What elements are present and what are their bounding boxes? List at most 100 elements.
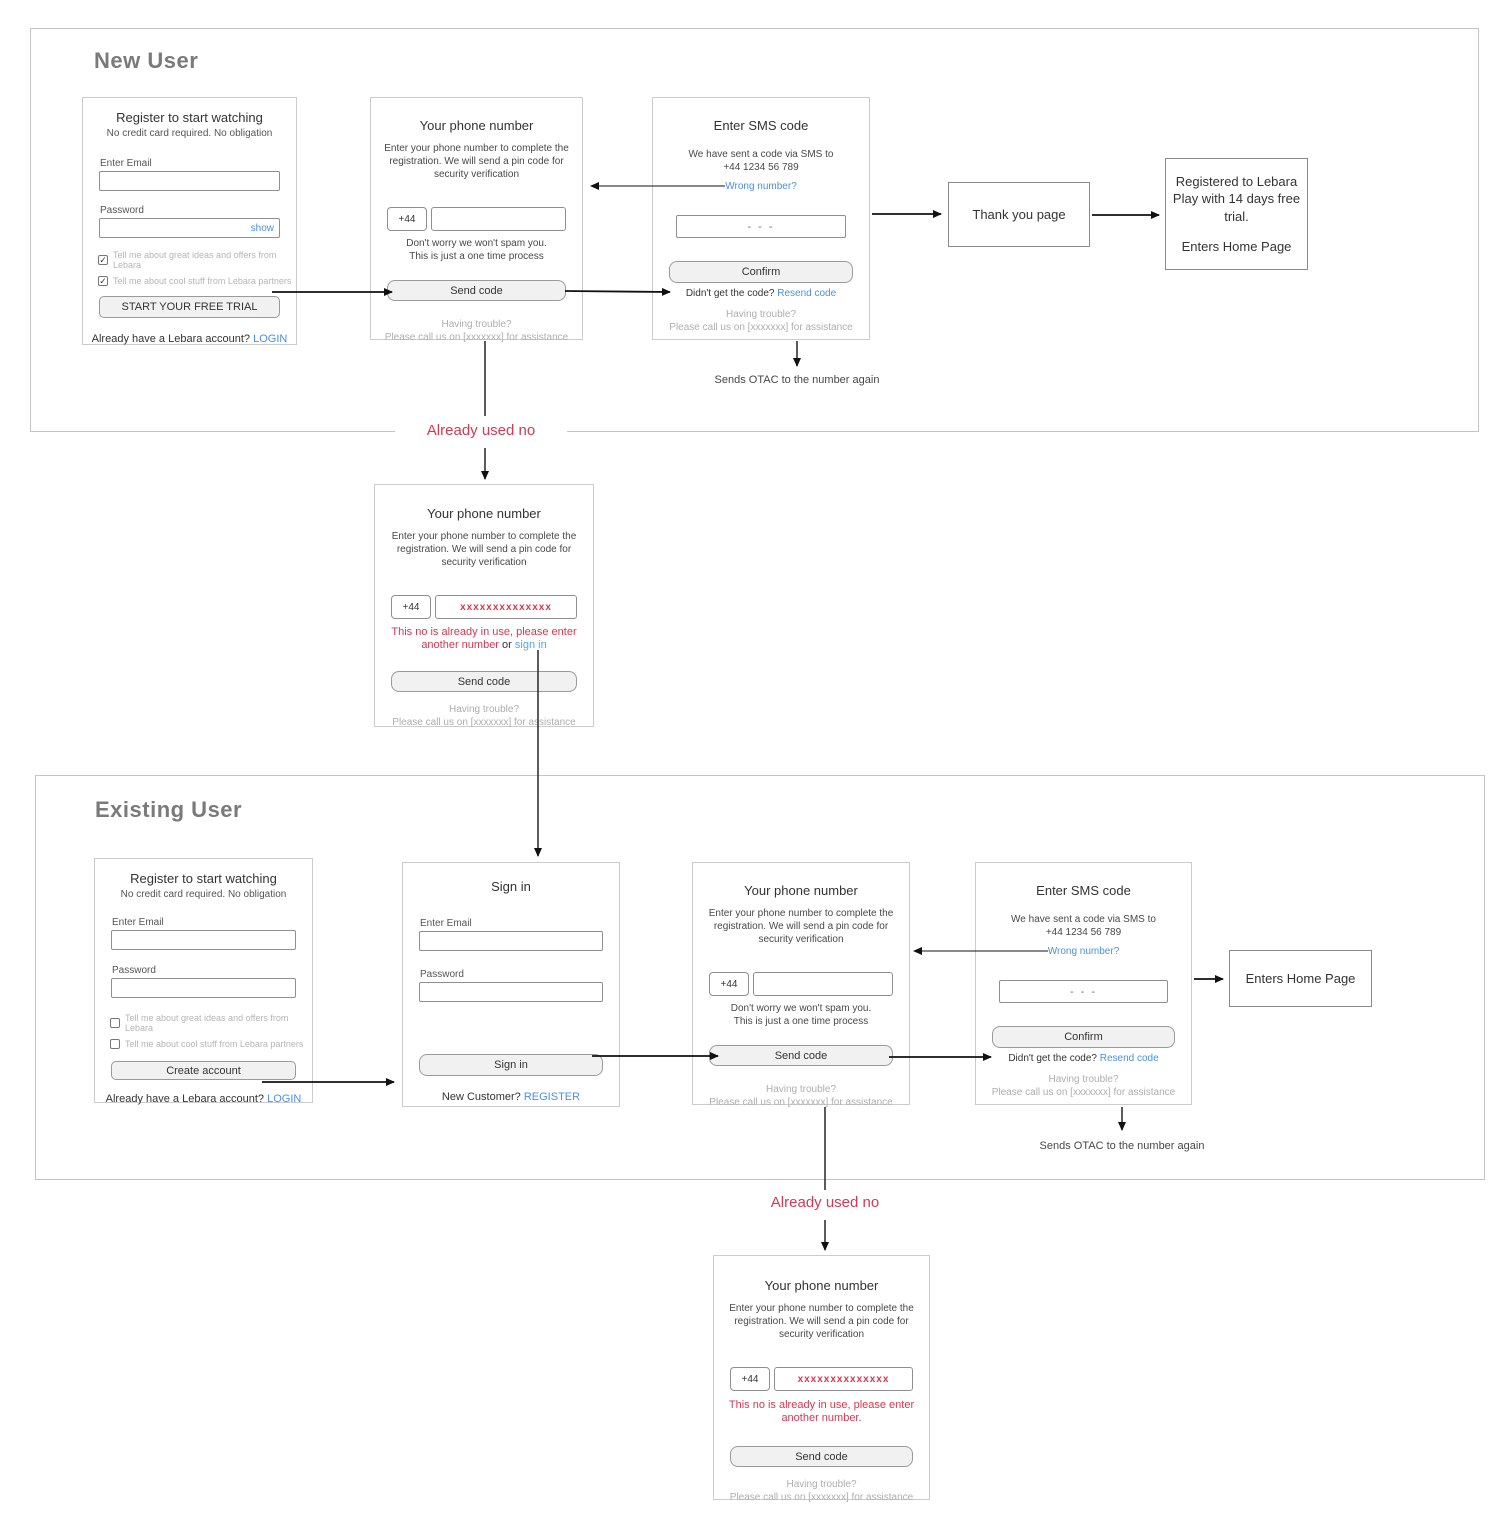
card-subtitle: No credit card required. No obligation: [106, 128, 273, 139]
login-prompt: Already have a Lebara account?: [105, 1093, 265, 1105]
card-subtitle: No credit card required. No obligation: [120, 889, 287, 900]
card-title: Your phone number: [764, 1278, 879, 1293]
login-prompt: Already have a Lebara account?: [91, 333, 251, 345]
sms-sent-line-2: +44 1234 56 789: [723, 162, 799, 173]
phone-error-text: This no is already in use, please enter …: [391, 626, 577, 651]
spam-note-2: This is just a one time process: [733, 1016, 869, 1027]
partners-checkbox-label: Tell me about cool stuff from Lebara par…: [113, 276, 292, 286]
resend-code-link[interactable]: Resend code: [1099, 1053, 1159, 1064]
sms-sent-line-2: +44 1234 56 789: [1045, 927, 1122, 938]
create-account-button[interactable]: Create account: [111, 1061, 296, 1080]
phone-input[interactable]: [753, 972, 893, 996]
checkbox-checked-icon[interactable]: [98, 276, 108, 286]
registered-line-2: Enters Home Page: [1181, 238, 1292, 254]
phone-input[interactable]: [774, 1367, 913, 1391]
send-code-button[interactable]: Send code: [391, 671, 577, 693]
new-user-heading: New User: [94, 48, 199, 73]
checkbox-unchecked-icon[interactable]: [110, 1018, 120, 1028]
enters-home-page-box: Enters Home Page: [1229, 950, 1372, 1007]
partners-checkbox-row[interactable]: Tell me about cool stuff from Lebara par…: [110, 1039, 312, 1049]
phone-description: Enter your phone number to complete the …: [391, 531, 577, 568]
resend-prompt: Didn't get the code?: [1008, 1053, 1097, 1064]
help-line-2: Please call us on [xxxxxxx] for assistan…: [392, 717, 576, 729]
register-link[interactable]: REGISTER: [523, 1091, 581, 1103]
help-line-1: Having trouble?: [1048, 1074, 1119, 1085]
partners-checkbox-row[interactable]: Tell me about cool stuff from Lebara par…: [98, 276, 296, 286]
phone-input[interactable]: [435, 595, 577, 619]
phone-prefix: +44: [709, 972, 749, 996]
existing-user-heading: Existing User: [95, 797, 243, 822]
phone-card-error-signin: Your phone number Enter your phone numbe…: [374, 484, 594, 729]
wrong-number-link[interactable]: Wrong number?: [1047, 946, 1120, 957]
existing-user-register-card: Register to start watching No credit car…: [94, 858, 313, 1105]
card-title: Register to start watching: [116, 110, 263, 125]
email-input[interactable]: [111, 930, 296, 950]
spam-note-2: This is just a one time process: [409, 251, 544, 262]
existing-user-sms-card: Enter SMS code We have sent a code via S…: [975, 862, 1192, 1105]
card-title: Your phone number: [427, 506, 541, 521]
password-label: Password: [420, 969, 464, 980]
card-title: Enter SMS code: [1036, 883, 1131, 898]
sms-code-input[interactable]: [676, 215, 846, 238]
offers-checkbox-row[interactable]: Tell me about great ideas and offers fro…: [110, 1013, 312, 1033]
checkbox-unchecked-icon[interactable]: [110, 1039, 120, 1049]
confirm-button[interactable]: Confirm: [669, 261, 853, 283]
already-used-label: Already used no: [739, 1192, 911, 1213]
email-label: Enter Email: [420, 918, 472, 929]
help-line-2: Please call us on [xxxxxxx] for assistan…: [729, 1492, 914, 1504]
new-user-sms-card: Enter SMS code We have sent a code via S…: [652, 97, 870, 340]
card-title: Register to start watching: [130, 871, 277, 886]
card-title: Your phone number: [744, 883, 858, 898]
password-label: Password: [100, 205, 144, 216]
login-link[interactable]: LOGIN: [267, 1093, 302, 1105]
help-line-2: Please call us on [xxxxxxx] for assistan…: [709, 1097, 893, 1108]
offers-checkbox-row[interactable]: Tell me about great ideas and offers fro…: [98, 250, 296, 270]
help-line-1: Having trouble?: [765, 1084, 837, 1095]
phone-description: Enter your phone number to complete the …: [384, 143, 569, 180]
partners-checkbox-label: Tell me about cool stuff from Lebara par…: [125, 1039, 304, 1049]
phone-input[interactable]: [431, 207, 566, 231]
password-input[interactable]: [99, 218, 280, 238]
email-input[interactable]: [99, 171, 280, 191]
sms-sent-line-1: We have sent a code via SMS to: [688, 149, 834, 160]
send-code-button[interactable]: Send code: [387, 280, 566, 301]
sign-in-button[interactable]: Sign in: [419, 1054, 603, 1076]
registered-box: Registered to Lebara Play with 14 days f…: [1165, 158, 1308, 270]
start-free-trial-button[interactable]: START YOUR FREE TRIAL: [99, 296, 280, 318]
help-line-1: Having trouble?: [448, 704, 520, 716]
confirm-button[interactable]: Confirm: [992, 1026, 1175, 1048]
help-line-1: Having trouble?: [786, 1479, 857, 1491]
checkbox-checked-icon[interactable]: [98, 255, 108, 265]
existing-user-phone-card: Your phone number Enter your phone numbe…: [692, 862, 910, 1108]
help-line-2: Please call us on [xxxxxxx] for assistan…: [384, 332, 569, 343]
password-input[interactable]: [419, 982, 603, 1002]
enters-home-label: Enters Home Page: [1245, 970, 1356, 986]
login-row: Already have a Lebara account? LOGIN: [83, 333, 296, 345]
thank-you-page-box: Thank you page: [948, 182, 1090, 247]
password-input[interactable]: [111, 978, 296, 998]
send-code-button[interactable]: Send code: [730, 1446, 913, 1468]
help-line-2: Please call us on [xxxxxxx] for assistan…: [991, 1087, 1176, 1098]
phone-error-text: This no is already in use, please enter …: [728, 1399, 915, 1424]
phone-prefix: +44: [391, 595, 431, 619]
email-label: Enter Email: [112, 917, 164, 928]
resend-prompt: Didn't get the code?: [685, 288, 775, 299]
login-row: Already have a Lebara account? LOGIN: [95, 1093, 312, 1105]
registered-line-1: Registered to Lebara Play with 14 days f…: [1172, 173, 1301, 224]
phone-description: Enter your phone number to complete the …: [708, 908, 894, 945]
show-password-link[interactable]: show: [250, 223, 274, 234]
resend-code-link[interactable]: Resend code: [777, 288, 837, 299]
send-code-button[interactable]: Send code: [709, 1045, 893, 1066]
sms-sent-line-1: We have sent a code via SMS to: [1011, 914, 1156, 925]
sign-in-link[interactable]: sign in: [514, 638, 547, 651]
wrong-number-link[interactable]: Wrong number?: [725, 181, 797, 192]
email-label: Enter Email: [100, 158, 152, 169]
sends-otac-note: Sends OTAC to the number again: [1039, 1140, 1205, 1152]
offers-checkbox-label: Tell me about great ideas and offers fro…: [113, 250, 277, 270]
error-or: or: [502, 638, 512, 651]
login-link[interactable]: LOGIN: [253, 333, 288, 345]
help-line-1: Having trouble?: [441, 319, 512, 330]
sms-code-input[interactable]: [999, 980, 1168, 1003]
email-input[interactable]: [419, 931, 603, 951]
new-customer-prompt: New Customer?: [441, 1091, 521, 1103]
